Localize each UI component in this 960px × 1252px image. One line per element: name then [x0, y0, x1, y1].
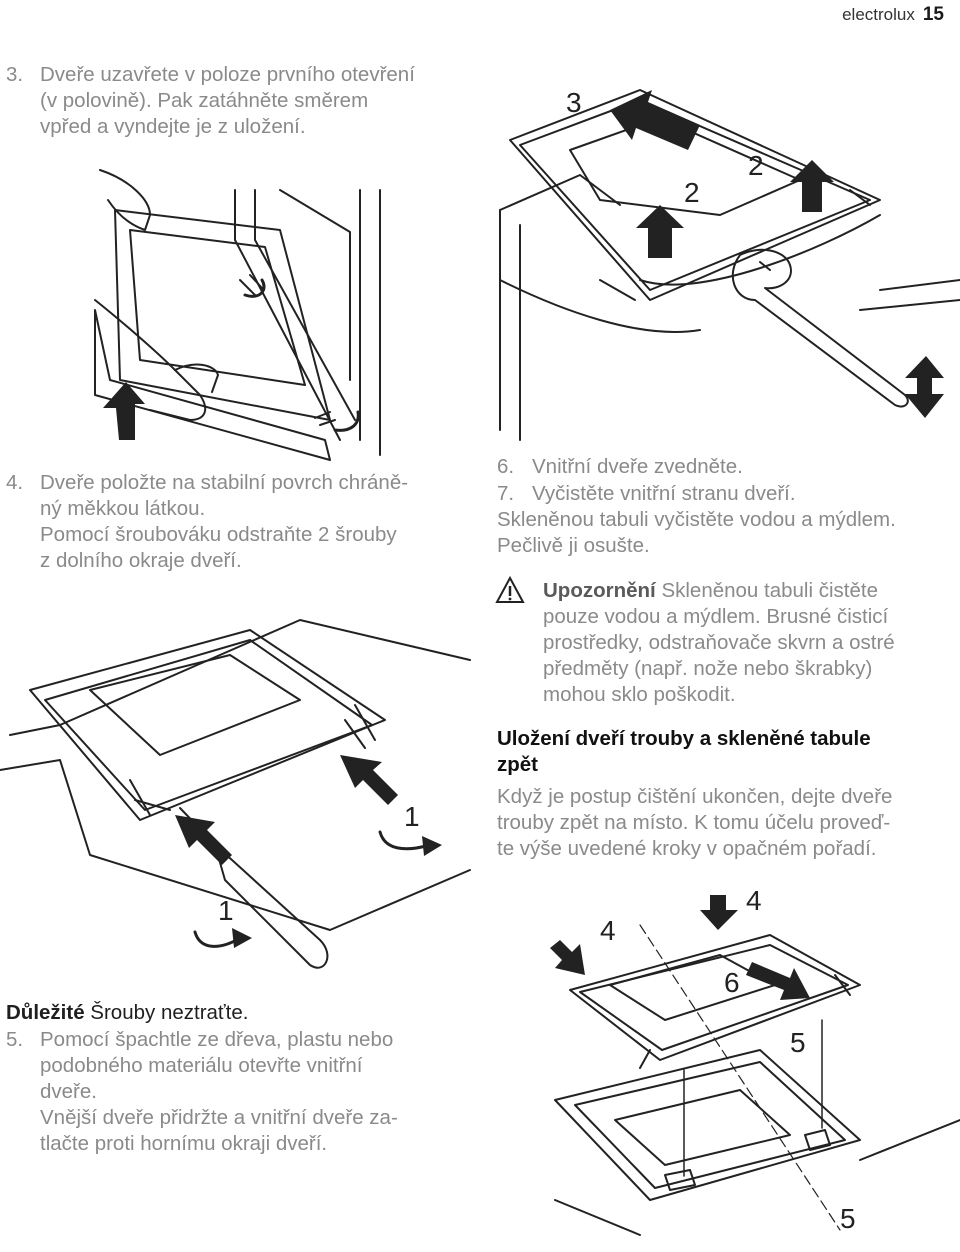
step-7-line: Vyčistěte vnitřní stranu dveří. [532, 482, 796, 505]
step-4-line: Dveře položte na stabilní povrch chráně- [40, 471, 409, 494]
reinstall-body-line: Když je postup čištění ukončen, dejte dv… [497, 785, 893, 808]
curve-arrow-b-icon [422, 836, 442, 856]
important-label: Důležité [6, 1001, 85, 1024]
step-5-number: 5. [6, 1028, 24, 1051]
step-4-line: z dolního okraje dveří. [40, 549, 242, 572]
warning-line: předměty (např. nože nebo škrabky) [543, 657, 873, 680]
step-3-line: (v polovině). Pak zatáhněte směrem [40, 89, 369, 112]
fig-label-1a: 1 [218, 895, 234, 926]
reinstall-heading-line: zpět [497, 753, 538, 776]
step-5-line: podobného materiálu otevřte vnitřní [40, 1054, 363, 1077]
step-7-line: Skleněnou tabuli vyčistěte vodou a mýdle… [497, 508, 896, 531]
warning-line: mohou sklo poškodit. [543, 683, 736, 706]
reinstall-body-line: trouby zpět na místo. K tomu účelu prove… [497, 811, 891, 834]
important-note: Důležité Šrouby neztraťte. [6, 1000, 248, 1026]
step-4-text: Dveře položte na stabilní povrch chráně-… [40, 470, 408, 574]
reinstall-body: Když je postup čištění ukončen, dejte dv… [497, 784, 892, 862]
important-text: Šrouby neztraťte. [84, 1001, 249, 1024]
insert-arrow-a-icon [175, 815, 232, 865]
fig-label-3: 3 [566, 87, 582, 118]
step-6-number: 6. [497, 455, 515, 478]
up-down-arrow-icon [905, 356, 944, 418]
fig-label-4b: 4 [746, 885, 762, 916]
step-4-line: ný měkkou látkou. [40, 497, 206, 520]
step-3-line: Dveře uzavřete v poloze prvního otevření [40, 63, 415, 86]
reinstall-body-line: te výše uvedené kroky v opačném pořadí. [497, 837, 877, 860]
fig-label-1b: 1 [404, 801, 420, 832]
warning-text: Skleněnou tabuli čistěte [655, 579, 878, 602]
step-4-number: 4. [6, 471, 24, 494]
fig-label-5a: 5 [790, 1027, 806, 1058]
step-3-number: 3. [6, 63, 24, 86]
warning-label: Upozornění [543, 579, 656, 602]
step-5-line: Pomocí špachtle ze dřeva, plastu nebo [40, 1028, 394, 1051]
screw-removal-illustration [0, 619, 471, 969]
inner-door-lift-illustration [499, 89, 960, 441]
page-number: 15 [922, 4, 944, 25]
step-4-line: Pomocí šroubováku odstraňte 2 šrouby [40, 523, 397, 546]
insert-arrow-b-icon [340, 755, 398, 805]
warning-block: Upozornění Skleněnou tabuli čistěte pouz… [543, 578, 895, 708]
reinstall-illustration [554, 924, 960, 1236]
warning-line-1: Upozornění Skleněnou tabuli čistěte [543, 578, 895, 604]
fig-label-2b: 2 [748, 150, 764, 181]
step-7-continued: Skleněnou tabuli vyčistěte vodou a mýdle… [497, 507, 896, 559]
arrow-3-icon [610, 90, 700, 150]
step-5-text: Pomocí špachtle ze dřeva, plastu nebo po… [40, 1027, 398, 1157]
step-5-line: dveře. [40, 1080, 97, 1103]
warning-line: pouze vodou a mýdlem. Brusné čisticí [543, 605, 889, 628]
step-5-line: tlačte proti hornímu okraji dveří. [40, 1132, 328, 1155]
press-arrow-a-icon [550, 940, 585, 975]
step-6-text: Vnitřní dveře zvedněte. [532, 455, 743, 478]
press-arrow-b-icon [700, 895, 738, 930]
fig-label-5b: 5 [840, 1203, 856, 1234]
arrow-2b-icon [790, 160, 834, 212]
reinstall-heading-line: Uložení dveří trouby a skleněné tabule [497, 727, 871, 750]
fig-label-2a: 2 [684, 177, 700, 208]
step-5-line: Vnější dveře přidržte a vnitřní dveře za… [40, 1106, 398, 1129]
fig-label-6: 6 [724, 967, 740, 998]
reinstall-heading: Uložení dveří trouby a skleněné tabule z… [497, 726, 871, 778]
step-3-text: Dveře uzavřete v poloze prvního otevření… [40, 62, 415, 140]
step-7-line: Pečlivě ji osušte. [497, 534, 650, 557]
step-7-number: 7. [497, 482, 515, 505]
arrow-2a-icon [636, 205, 684, 258]
lift-arrow-icon [746, 962, 810, 1000]
oven-door-removal-illustration [94, 169, 381, 461]
step-7-text: Vyčistěte vnitřní stranu dveří. [532, 481, 796, 507]
curve-arrow-a-icon [232, 928, 252, 948]
step-3: 3. [6, 62, 23, 88]
brand-name: electrolux [842, 5, 915, 24]
fig-label-4a: 4 [600, 915, 616, 946]
warning-triangle-icon [495, 575, 525, 603]
step-3-line: vpřed a vyndejte je z uložení. [40, 115, 306, 138]
warning-line: prostředky, odstraňovače skvrn a ostré [543, 631, 895, 654]
up-arrow-icon [103, 382, 145, 440]
page-header: electrolux 15 [842, 4, 944, 26]
